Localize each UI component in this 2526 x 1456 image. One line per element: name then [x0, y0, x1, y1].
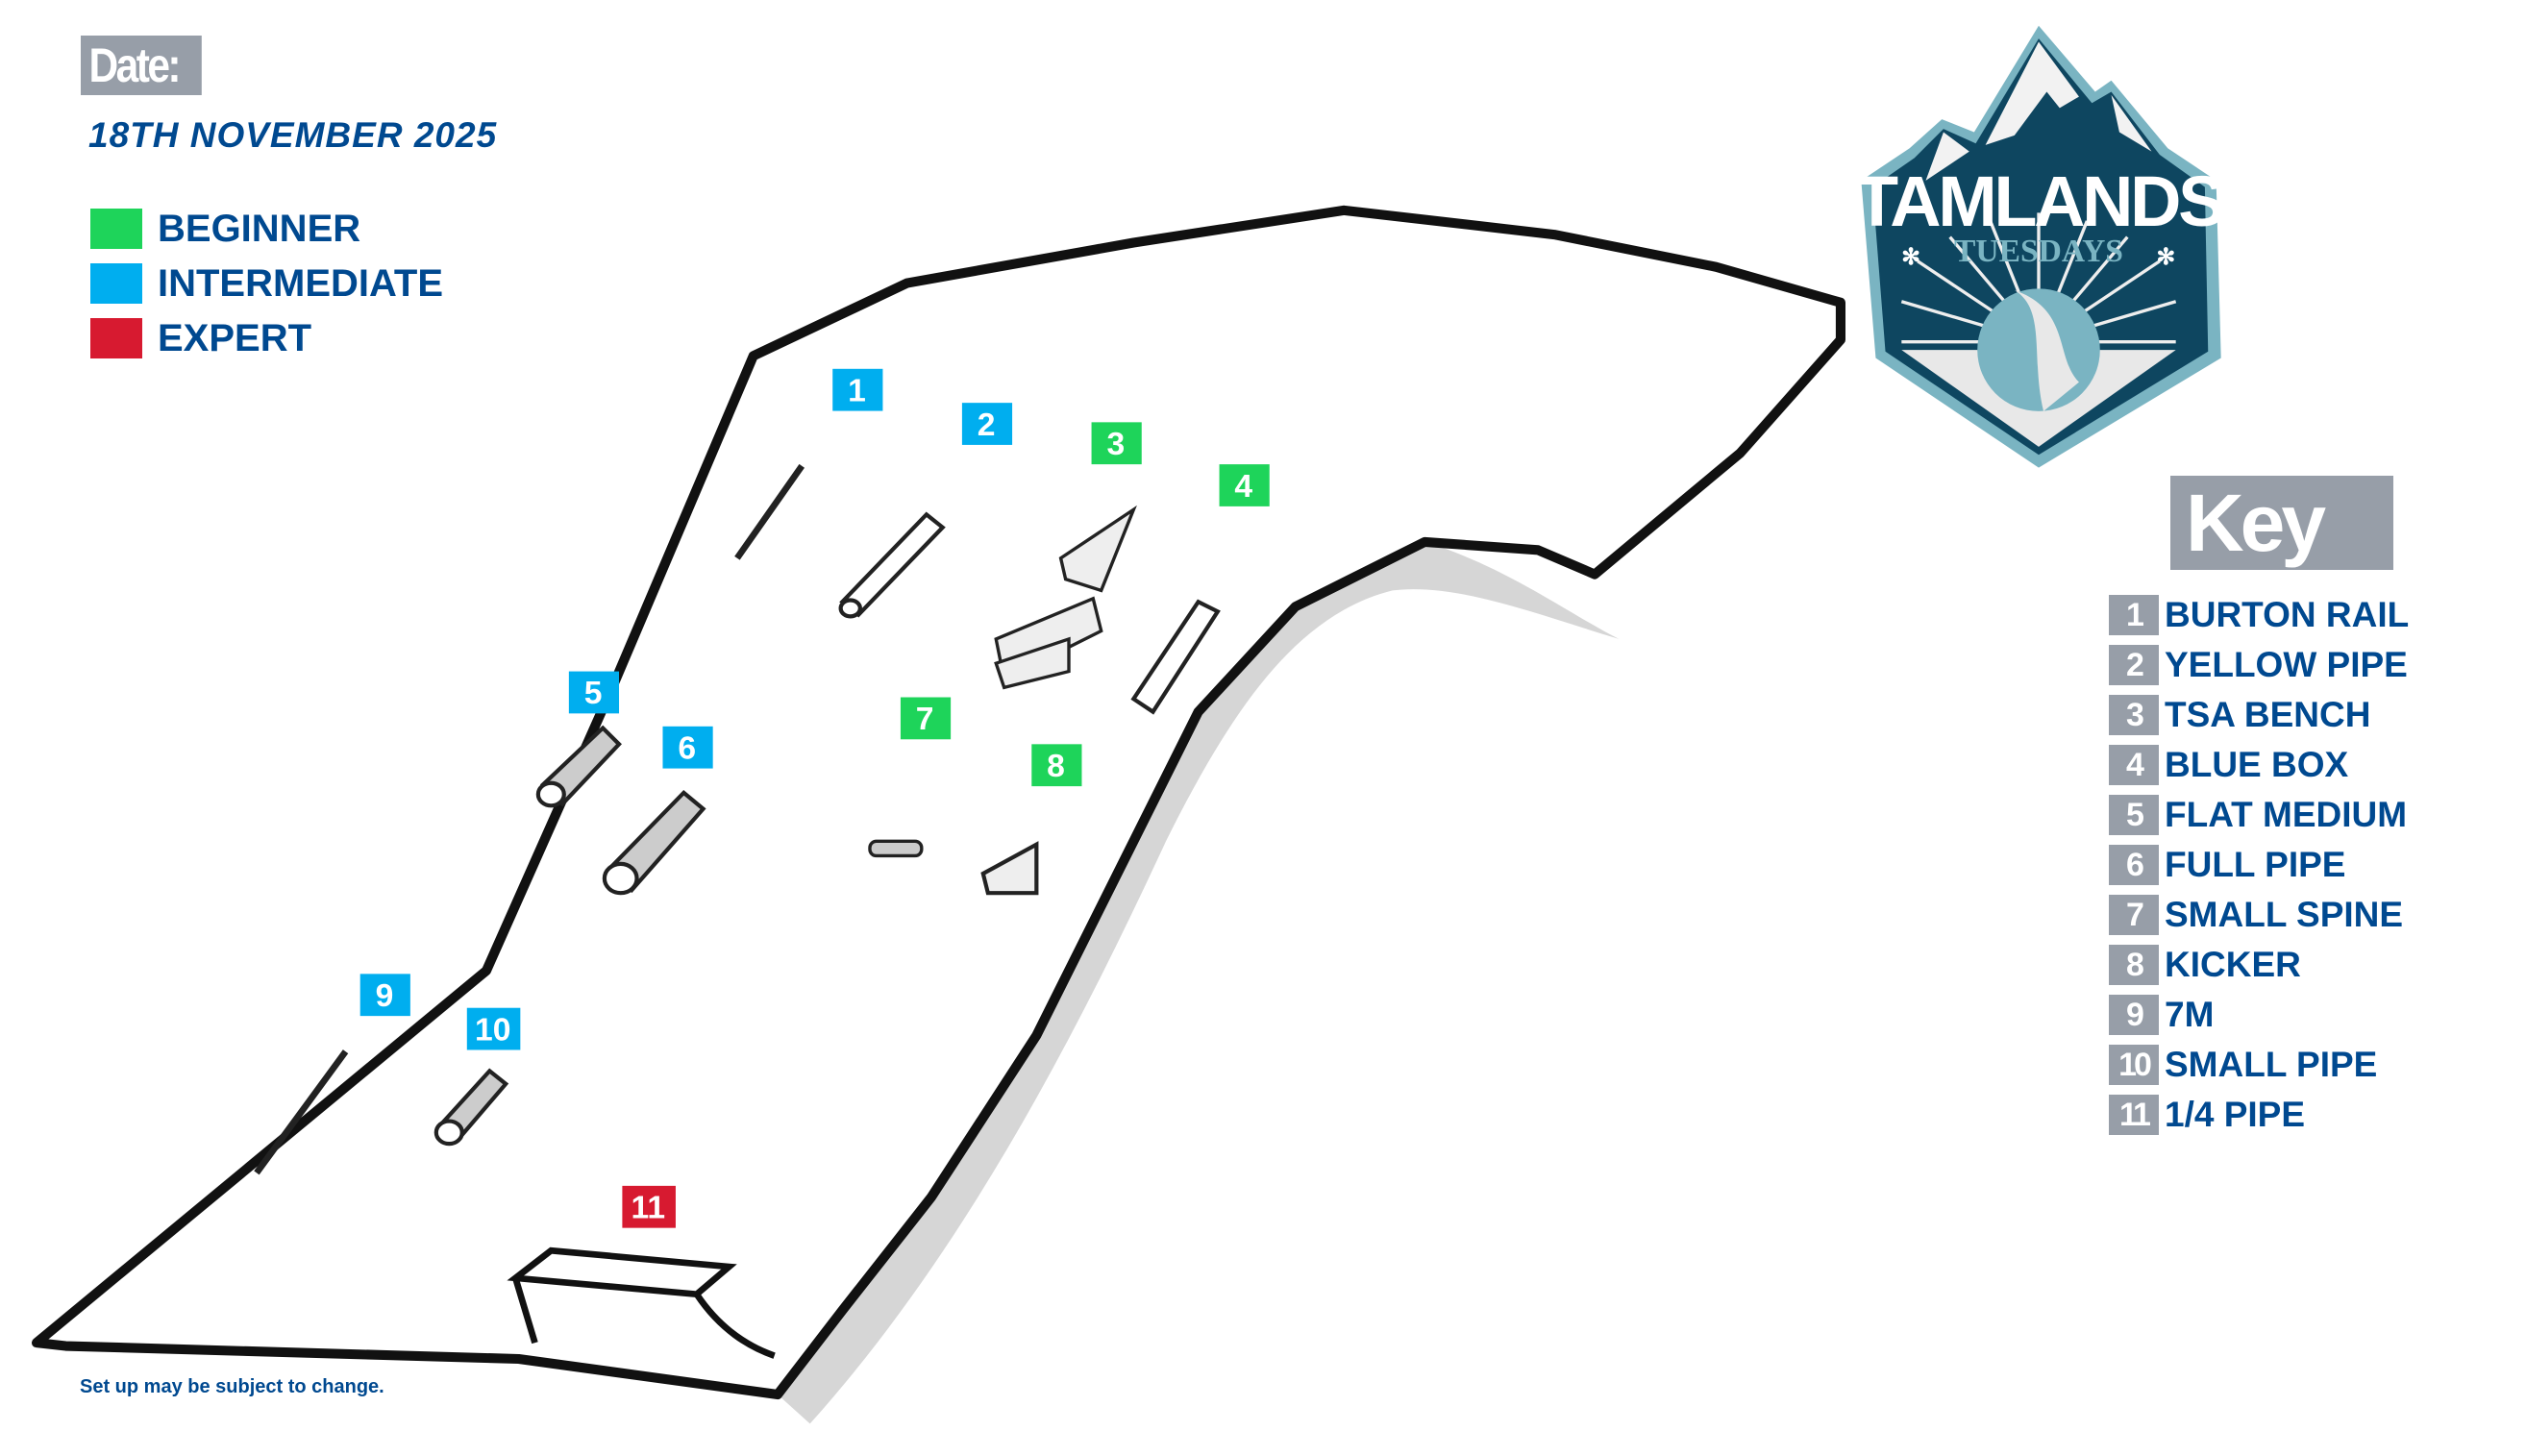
key-label: FULL PIPE [2165, 845, 2346, 884]
key-label: SMALL PIPE [2165, 1045, 2378, 1084]
legend-label: EXPERT [158, 316, 312, 359]
feature-marker-5[interactable]: 5 [568, 671, 620, 714]
feature-marker-1[interactable]: 1 [832, 368, 883, 411]
key-number: 8 [2109, 945, 2159, 985]
feature-small-pipe [433, 1068, 509, 1147]
feature-yellow-pipe [838, 511, 946, 619]
feature-marker-9[interactable]: 9 [359, 974, 410, 1017]
key-label: 7M [2165, 995, 2215, 1034]
feature-burton-rail [734, 463, 805, 560]
feature-small-spine [868, 839, 924, 858]
marker-number: 7 [916, 702, 934, 737]
marker-number: 2 [978, 407, 996, 443]
legend-beginner: BEGINNER [90, 208, 360, 250]
intermediate-swatch [90, 263, 142, 304]
key-label: 1/4 PIPE [2165, 1095, 2306, 1134]
marker-number: 10 [475, 1012, 510, 1048]
snowflake-icon: ✻ [1901, 244, 1920, 269]
key-number: 4 [2109, 745, 2159, 785]
marker-number: 5 [584, 676, 603, 711]
feature-7m-rail [254, 1049, 349, 1175]
beginner-swatch [90, 209, 142, 249]
event-date: 18TH NOVEMBER 2025 [88, 115, 498, 155]
key-number: 6 [2109, 845, 2159, 885]
feature-flat-medium [535, 725, 622, 808]
key-label: TSA BENCH [2165, 695, 2371, 734]
key-number: 10 [2109, 1045, 2159, 1085]
legend-label: INTERMEDIATE [158, 261, 444, 305]
feature-quarter-pipe [507, 1246, 776, 1359]
key-label: FLAT MEDIUM [2165, 795, 2408, 834]
feature-marker-6[interactable]: 6 [662, 726, 713, 769]
feature-kicker [980, 841, 1039, 896]
expert-swatch [90, 318, 142, 358]
disclaimer-note: Set up may be subject to change. [80, 1376, 384, 1397]
key-label: YELLOW PIPE [2165, 645, 2408, 684]
feature-marker-10[interactable]: 10 [466, 1007, 521, 1050]
key-label: KICKER [2165, 945, 2301, 984]
feature-marker-3[interactable]: 3 [1091, 422, 1142, 465]
logo-title: TAMLANDS [1855, 161, 2223, 241]
legend-intermediate: INTERMEDIATE [90, 262, 443, 305]
key-number: 7 [2109, 895, 2159, 935]
marker-number: 4 [1234, 469, 1252, 505]
feature-marker-8[interactable]: 8 [1031, 744, 1082, 787]
feature-full-pipe [602, 789, 706, 896]
feature-tsa-bench [994, 505, 1137, 690]
date-label: Date: [81, 36, 202, 95]
marker-number: 1 [848, 373, 866, 408]
marker-number: 6 [678, 730, 696, 766]
key-number: 1 [2109, 595, 2159, 635]
key-number: 11 [2109, 1095, 2159, 1135]
feature-marker-2[interactable]: 2 [961, 403, 1013, 445]
key-title: Key [2170, 476, 2393, 570]
key-number: 3 [2109, 695, 2159, 735]
marker-number: 3 [1106, 427, 1125, 462]
marker-number: 11 [632, 1191, 666, 1226]
key-label: BURTON RAIL [2165, 595, 2410, 634]
feature-marker-7[interactable]: 7 [900, 697, 952, 740]
marker-number: 8 [1047, 749, 1065, 784]
logo-subtitle: TUESDAYS [1954, 234, 2123, 269]
legend-label: BEGINNER [158, 207, 361, 250]
marker-number: 9 [376, 978, 394, 1014]
snowflake-icon: ✻ [2157, 244, 2176, 269]
key-number: 5 [2109, 795, 2159, 835]
tamlands-tuesdays-logo: TAMLANDS TUESDAYS ✻ ✻ [1855, 25, 2226, 468]
key-number: 2 [2109, 645, 2159, 685]
feature-marker-11[interactable]: 11 [622, 1185, 676, 1228]
feature-marker-4[interactable]: 4 [1219, 464, 1270, 506]
key-label: SMALL SPINE [2165, 895, 2404, 934]
key-number: 9 [2109, 995, 2159, 1035]
legend-expert: EXPERT [90, 317, 311, 359]
feature-blue-box [1130, 599, 1221, 715]
key-label: BLUE BOX [2165, 745, 2349, 784]
